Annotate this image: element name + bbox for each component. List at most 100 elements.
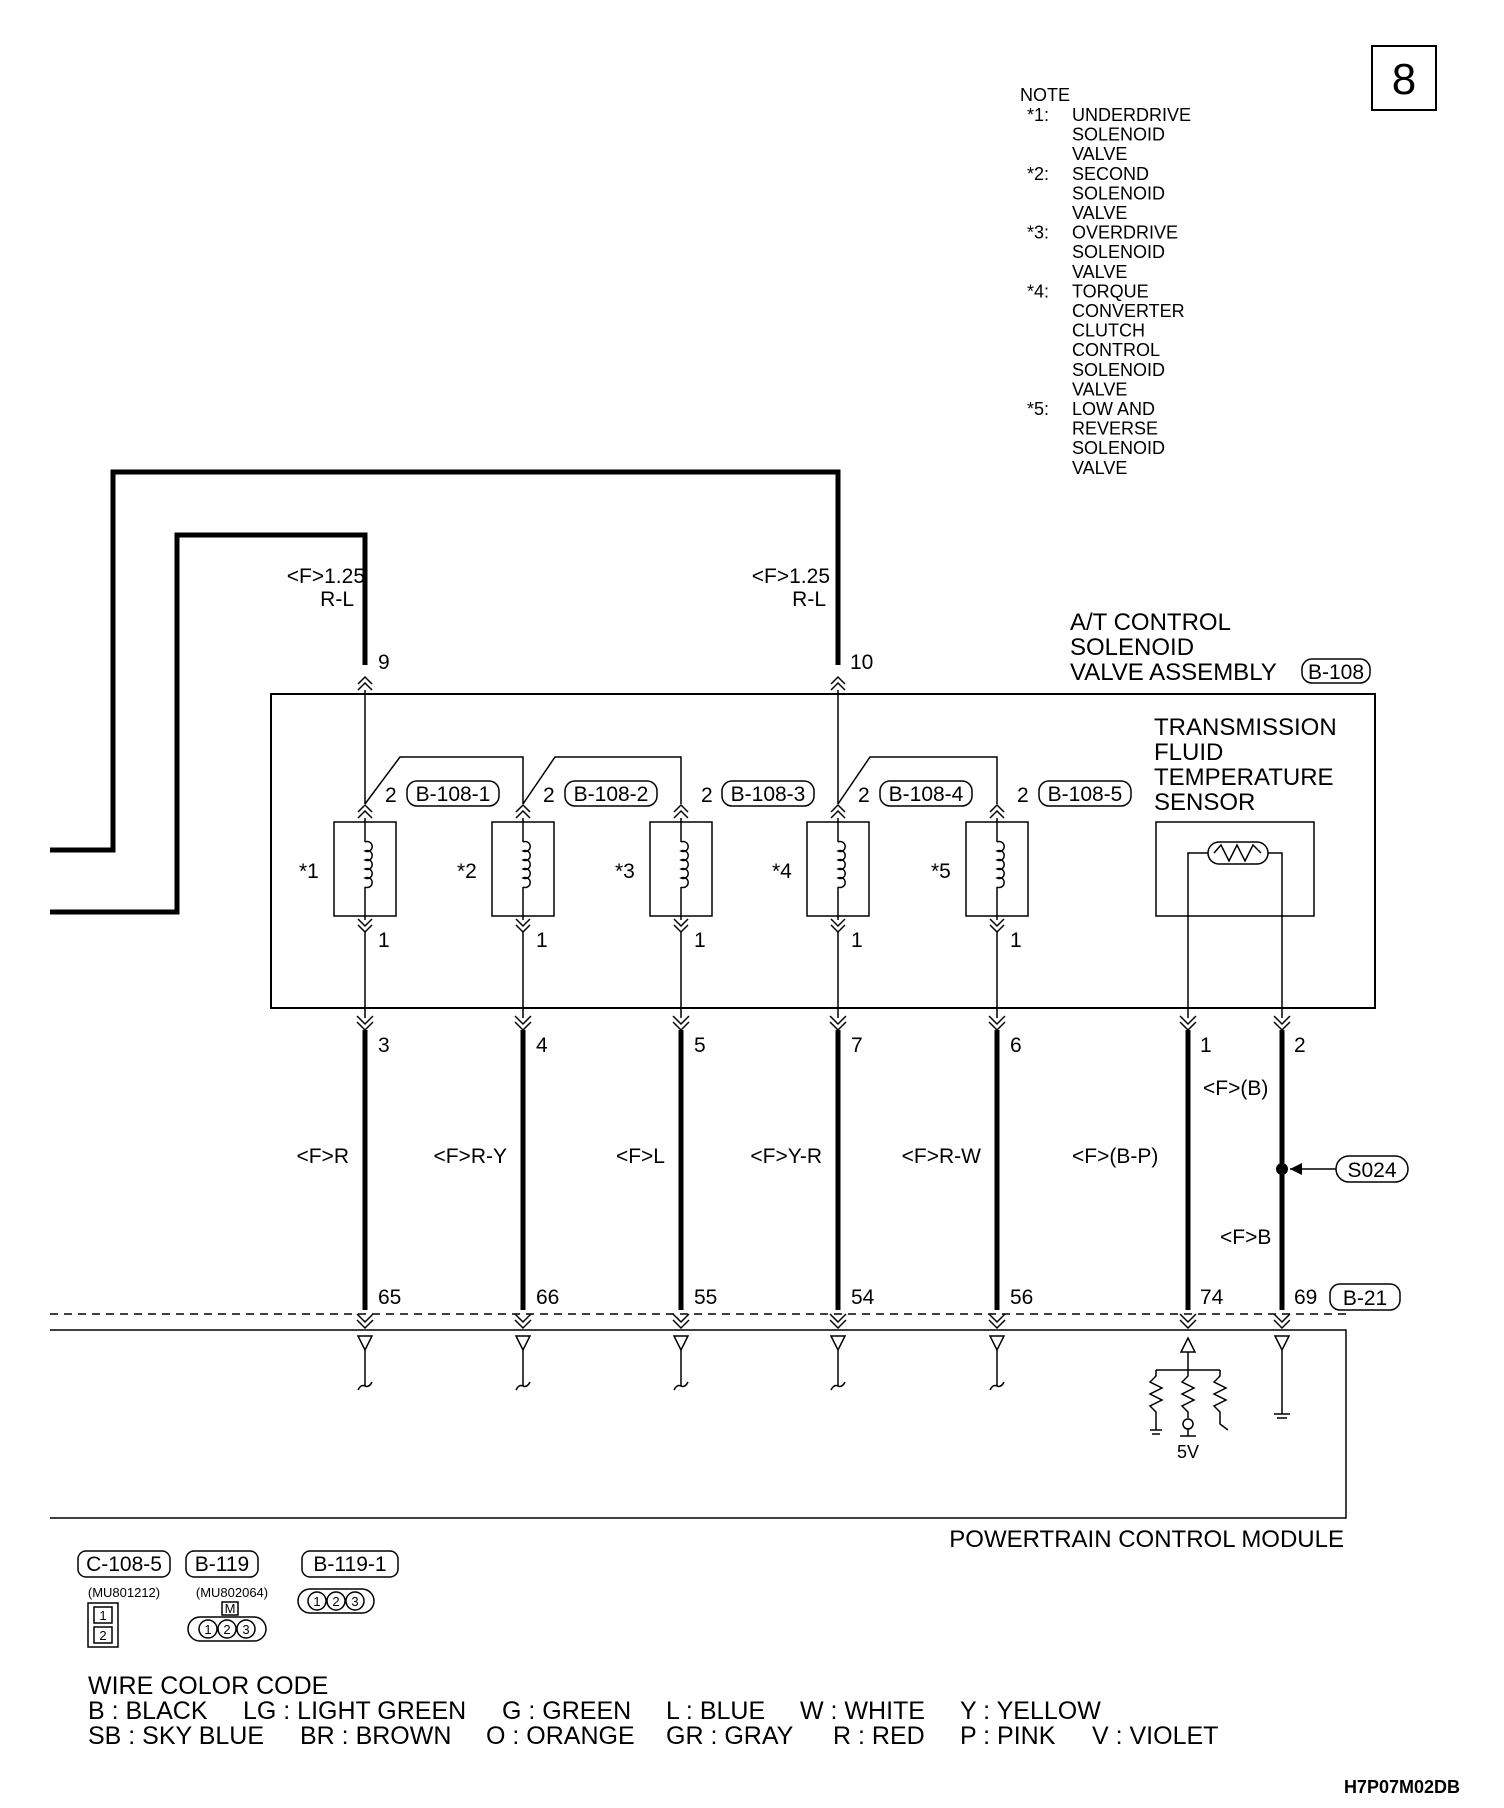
figure-code: H7P07M02DB bbox=[1344, 1777, 1460, 1797]
power-pin-9: 9 bbox=[378, 651, 390, 674]
note-item-text: SECOND bbox=[1072, 164, 1149, 184]
solenoid-connector-badge bbox=[564, 780, 658, 807]
temp-sensor-pin-2: 2 bbox=[1294, 1034, 1306, 1057]
assembly-title-line-1: A/T CONTROL bbox=[1070, 609, 1231, 636]
pcm-connector-badge bbox=[1329, 1283, 1401, 1311]
solenoid-connector-badge bbox=[1038, 780, 1132, 807]
wire-code-b: B : BLACK bbox=[88, 1697, 208, 1725]
note-item-text: SOLENOID bbox=[1072, 125, 1165, 145]
note-item-text: REVERSE bbox=[1072, 419, 1158, 439]
note-item-mark: *4: bbox=[1027, 281, 1049, 301]
assembly-title: A/T CONTROL SOLENOID VALVE ASSEMBLY B-10… bbox=[1070, 609, 1371, 686]
wire-code-lg: LG : LIGHT GREEN bbox=[243, 1697, 466, 1725]
pcm-pin-74: 74 bbox=[1200, 1286, 1224, 1309]
pcm-input-symbol bbox=[672, 1335, 690, 1352]
legend-c1085-pin-2: 2 bbox=[99, 1628, 106, 1643]
solenoid-assembly-pin: 3 bbox=[378, 1034, 390, 1057]
solenoid-common-wiring bbox=[364, 690, 998, 805]
temp-sensor-title-1: TRANSMISSION bbox=[1154, 714, 1337, 741]
temp-sensor-title-2: FLUID bbox=[1154, 739, 1223, 766]
temp-sensor-pin-1: 1 bbox=[1200, 1034, 1212, 1057]
pcm-sensor-circuit: 5V bbox=[1148, 1313, 1291, 1462]
solenoid-connector-badge bbox=[406, 780, 500, 807]
power-wire-label-b-1: <F>1.25 bbox=[752, 565, 830, 588]
power-feed-wires: <F>1.25 R-L <F>1.25 R-L 9 10 bbox=[50, 469, 873, 915]
pcm-input-symbol bbox=[988, 1335, 1006, 1352]
note-item-text: VALVE bbox=[1072, 144, 1127, 164]
page-number-box: 8 bbox=[1371, 45, 1437, 111]
temp-wire-label-lower: <F>B bbox=[1220, 1226, 1271, 1249]
note-item-text: CONVERTER bbox=[1072, 301, 1185, 321]
wire-code-w: W : WHITE bbox=[800, 1697, 925, 1725]
solenoid-assembly-pin: 7 bbox=[851, 1034, 863, 1057]
temp-sensor-title-3: TEMPERATURE bbox=[1154, 764, 1334, 791]
solenoid-wire-label: <F>R-Y bbox=[433, 1145, 507, 1168]
note-title: NOTE bbox=[1020, 85, 1070, 105]
coil-icon bbox=[995, 840, 1005, 889]
splice-id: S024 bbox=[1347, 1159, 1396, 1182]
solenoid-assembly-pin: 5 bbox=[694, 1034, 706, 1057]
solenoid-connector: B-108-4 bbox=[889, 783, 964, 806]
solenoid-wire-label: <F>R bbox=[296, 1145, 349, 1168]
note-item-mark: *3: bbox=[1027, 223, 1049, 243]
legend-b119-pin-2: 2 bbox=[223, 1622, 230, 1637]
wire-code-title: WIRE COLOR CODE bbox=[88, 1672, 328, 1700]
splice-dot bbox=[1276, 1163, 1288, 1175]
solenoid-mark: *1 bbox=[299, 860, 319, 883]
pcm-input-symbol bbox=[514, 1335, 532, 1352]
legend-b119-part: (MU802064) bbox=[196, 1585, 268, 1600]
temp-sensor-box bbox=[1155, 821, 1315, 917]
legend-b119-pin-3: 3 bbox=[242, 1622, 249, 1637]
legend-b1191-name: B-119-1 bbox=[313, 1553, 386, 1576]
solenoid-wire-label: <F>L bbox=[616, 1145, 665, 1168]
assembly-title-line-2: SOLENOID bbox=[1070, 634, 1194, 661]
solenoid-bottom-pin: 1 bbox=[536, 929, 548, 952]
power-wire-label-b-2: R-L bbox=[792, 588, 826, 611]
temp-wire-label-bp: <F>(B-P) bbox=[1072, 1145, 1158, 1168]
solenoid-top-pin: 2 bbox=[543, 784, 555, 807]
note-item-text: VALVE bbox=[1072, 203, 1127, 223]
solenoid-connector: B-108-3 bbox=[731, 783, 806, 806]
note-items: *1:UNDERDRIVESOLENOIDVALVE*2:SECONDSOLEN… bbox=[1027, 105, 1191, 478]
legend-b119-shape bbox=[187, 1616, 267, 1642]
power-wire-label-a-2: R-L bbox=[320, 588, 354, 611]
solenoid-bottom-pin: 1 bbox=[694, 929, 706, 952]
coil-icon bbox=[836, 840, 846, 889]
wire-code-sb: SB : SKY BLUE bbox=[88, 1722, 264, 1750]
pcm-pin: 55 bbox=[694, 1286, 717, 1309]
solenoid-bottom-pin: 1 bbox=[1010, 929, 1022, 952]
legend-b1191-pin-2: 2 bbox=[332, 1594, 339, 1609]
legend-b1191-shape bbox=[297, 1588, 375, 1614]
coil-icon bbox=[521, 840, 531, 889]
note-item-text: OVERDRIVE bbox=[1072, 223, 1178, 243]
solenoid-connector: B-108-1 bbox=[416, 783, 491, 806]
pcm-label: POWERTRAIN CONTROL MODULE bbox=[949, 1526, 1344, 1553]
assembly-connector: B-108 bbox=[1308, 661, 1364, 684]
solenoid-wire-label: <F>Y-R bbox=[750, 1145, 822, 1168]
thermistor-icon bbox=[1207, 841, 1269, 865]
solenoid-top-pin: 2 bbox=[701, 784, 713, 807]
wire-code-p: P : PINK bbox=[960, 1722, 1056, 1750]
solenoid-connector: B-108-5 bbox=[1048, 783, 1123, 806]
connector-legend: C-108-5 (MU801212) 1 2 B-119 (MU802064) … bbox=[77, 1550, 399, 1648]
solenoid-connector: B-108-2 bbox=[574, 783, 649, 806]
note-item-text: TORQUE bbox=[1072, 281, 1149, 301]
solenoid-mark: *4 bbox=[772, 860, 792, 883]
coil-icon bbox=[363, 840, 373, 889]
note-item-mark: *1: bbox=[1027, 105, 1049, 125]
note-item-text: VALVE bbox=[1072, 458, 1127, 478]
note-item-text: UNDERDRIVE bbox=[1072, 105, 1191, 125]
pcm-pin-69: 69 bbox=[1294, 1286, 1317, 1309]
power-wire-label-a-1: <F>1.25 bbox=[287, 565, 365, 588]
legend-c1085-badge bbox=[77, 1550, 171, 1578]
legend-b119-mark: M bbox=[225, 1601, 236, 1616]
wire-code-r: R : RED bbox=[833, 1722, 925, 1750]
thermistor-zigzag bbox=[1213, 843, 1262, 863]
power-pin-10: 10 bbox=[850, 651, 873, 674]
pcm-pin: 66 bbox=[536, 1286, 559, 1309]
